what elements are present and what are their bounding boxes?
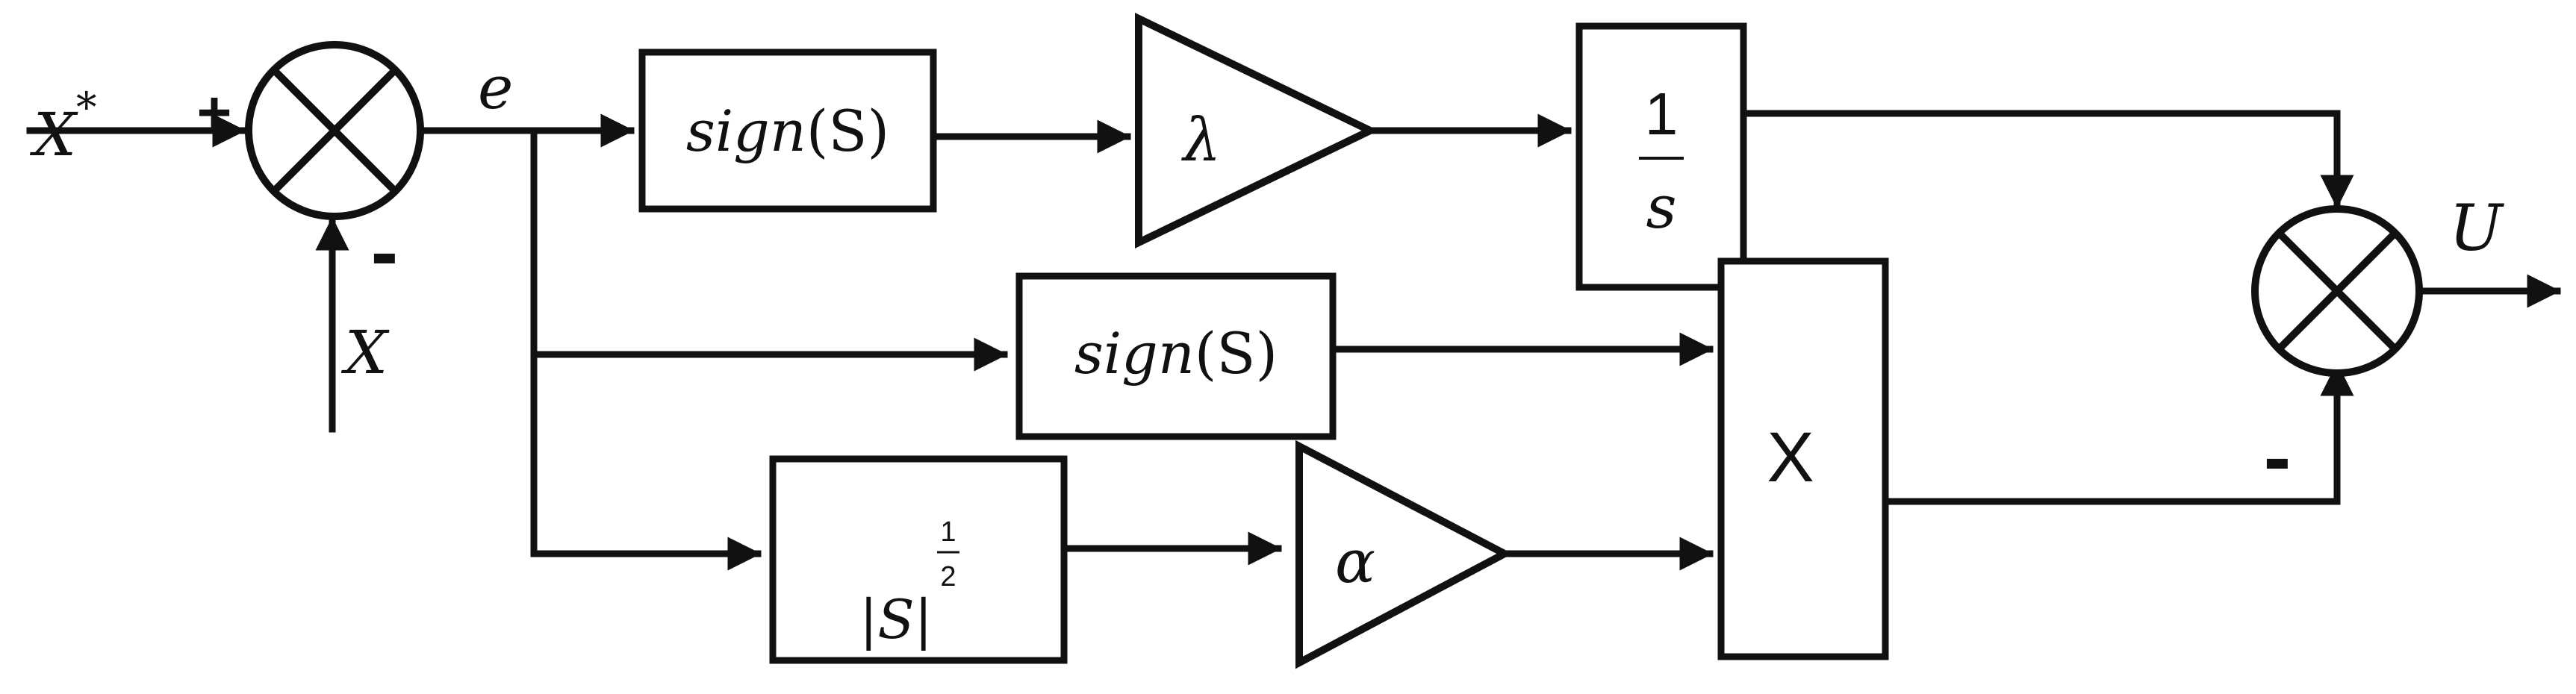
wire-integrator-to-sum <box>1740 110 2354 209</box>
summing-junction-1 <box>245 41 424 220</box>
summing-junction-2 <box>2251 205 2423 377</box>
feedback-input-label: X <box>340 318 390 387</box>
reference-input-label: X* <box>29 84 96 169</box>
junction-2-minus-sign: - <box>2264 411 2292 503</box>
sign-block-upper <box>638 49 937 213</box>
integrator-numerator: 1 <box>1645 81 1679 147</box>
error-signal-label: e <box>478 53 513 122</box>
gain-alpha-label: α <box>1335 527 1375 596</box>
sign-block-middle <box>1015 272 1337 440</box>
abs-power-exponent-denominator: 2 <box>940 561 956 593</box>
gain-lambda-triangle <box>1135 13 1379 248</box>
junction-1-plus-sign: + <box>197 79 232 146</box>
integrator-denominator: s <box>1646 172 1676 242</box>
sign-block-upper-label: sign(S) <box>686 98 889 164</box>
multiplier-block <box>1717 257 1889 660</box>
abs-power-label: |S| <box>859 588 933 651</box>
wire-multiplier-to-sum <box>1882 362 2354 505</box>
gain-alpha-triangle <box>1295 440 1513 669</box>
abs-power-exponent-numerator: 1 <box>940 516 956 548</box>
junction-1-minus-sign: - <box>371 206 399 298</box>
gain-lambda-label: λ <box>1181 105 1222 175</box>
abs-power-block <box>769 455 1068 664</box>
multiplier-label: X <box>1767 418 1814 497</box>
output-signal-label: U <box>2449 192 2504 266</box>
sign-block-middle-label: sign(S) <box>1074 320 1278 387</box>
